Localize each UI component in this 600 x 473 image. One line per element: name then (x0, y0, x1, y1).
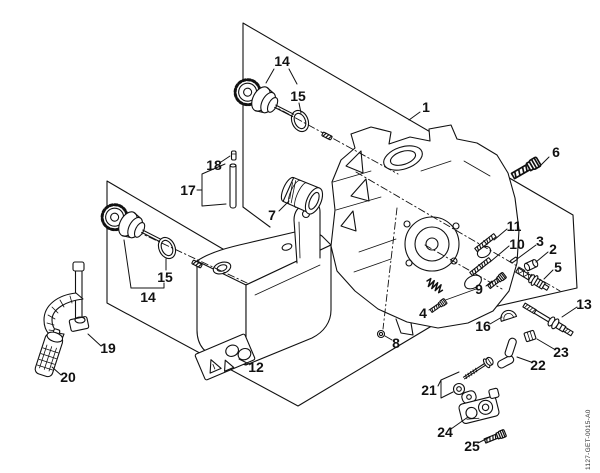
callout-23: 23 (553, 344, 569, 360)
screw-21 (462, 356, 494, 380)
callout-22: 22 (530, 357, 546, 373)
warning-label-12 (194, 333, 256, 381)
callout-8: 8 (392, 335, 400, 351)
callout-6: 6 (552, 144, 560, 160)
callout-19: 19 (100, 340, 116, 356)
intake-sleeve-7 (280, 176, 324, 215)
pin-3 (510, 256, 518, 264)
callout-14b: 14 (140, 289, 156, 305)
spring (426, 277, 444, 294)
block-23 (523, 329, 537, 343)
crankcase (330, 124, 520, 336)
callout-4: 4 (419, 305, 427, 321)
screw-5 (515, 267, 550, 291)
callout-25: 25 (464, 438, 480, 454)
pin-17 (229, 163, 237, 209)
callout-13: 13 (576, 296, 592, 312)
callout-21: 21 (421, 382, 437, 398)
callout-18: 18 (206, 157, 222, 173)
lever-22 (497, 337, 517, 369)
callout-15b: 15 (157, 269, 173, 285)
fuel-hose-19 (43, 261, 90, 340)
dowel-pin-18 (230, 150, 237, 161)
callout-14a: 14 (274, 53, 290, 69)
pump-bracket-24 (458, 387, 500, 425)
callout-9: 9 (475, 281, 483, 297)
callout-2: 2 (549, 241, 557, 257)
callout-1: 1 (422, 99, 430, 115)
callout-5: 5 (554, 259, 562, 275)
callout-11: 11 (506, 218, 522, 234)
fuel-filter-20 (34, 328, 64, 378)
callout-17: 17 (180, 182, 196, 198)
callout-3: 3 (536, 233, 544, 249)
callout-24: 24 (437, 424, 453, 440)
leader-lines (51, 102, 578, 444)
bracket-lines (123, 68, 460, 399)
callout-16: 16 (475, 318, 491, 334)
callout-7: 7 (268, 207, 276, 223)
drawing-number: 1127-GET-0015-A0 (585, 409, 592, 470)
callout-12: 12 (248, 359, 264, 375)
plug-2 (523, 259, 539, 272)
bolt-13 (522, 302, 574, 337)
callout-10: 10 (509, 236, 525, 252)
callout-15a: 15 (290, 88, 306, 104)
callout-20: 20 (60, 369, 76, 385)
retaining-ring-8 (376, 329, 386, 339)
